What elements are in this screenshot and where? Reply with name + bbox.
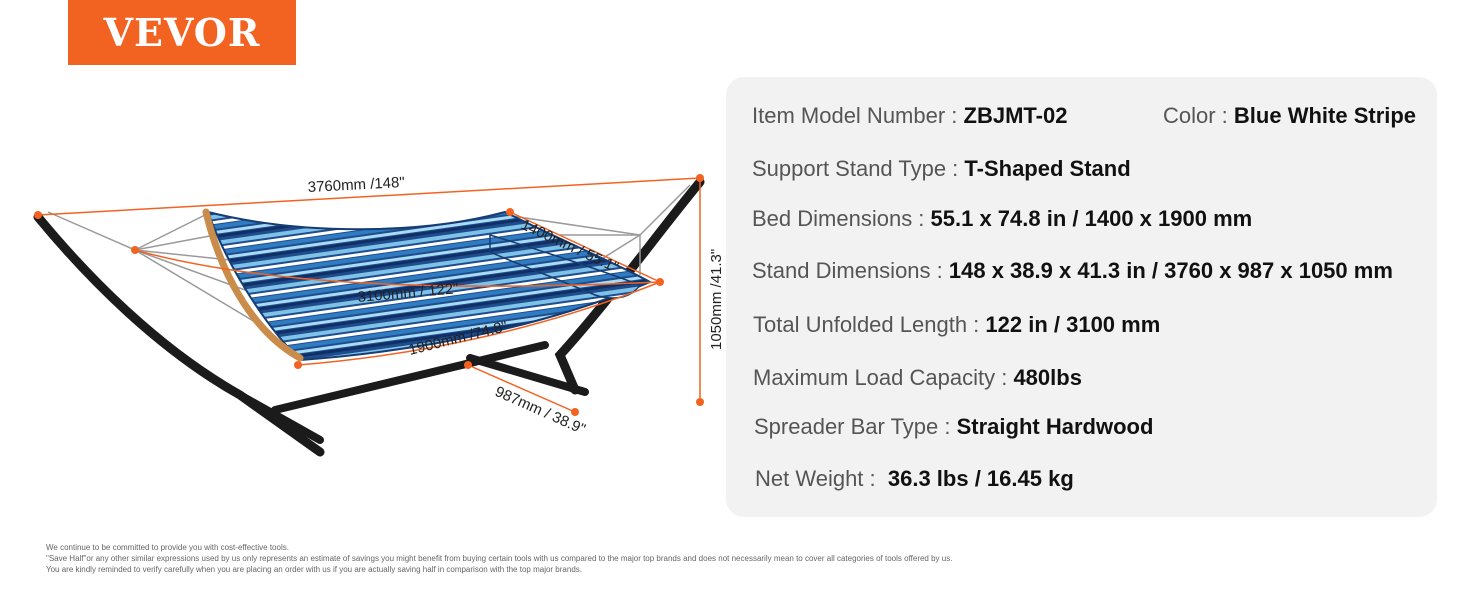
brand-logo-text: VEVOR xyxy=(103,9,261,55)
spec-net-weight: Net Weight : 36.3 lbs / 16.45 kg xyxy=(755,468,1074,490)
spec-spreader-bar: Spreader Bar Type : Straight Hardwood xyxy=(754,416,1153,438)
disclaimer-line-3: You are kindly reminded to verify carefu… xyxy=(46,565,582,574)
stand-frame xyxy=(33,177,705,457)
spec-load-capacity-label: Maximum Load Capacity : xyxy=(753,365,1014,390)
spec-stand-dimensions-value: 148 x 38.9 x 41.3 in / 3760 x 987 x 1050… xyxy=(948,258,1393,283)
spec-spreader-bar-label: Spreader Bar Type : xyxy=(754,414,957,439)
spec-spreader-bar-value: Straight Hardwood xyxy=(956,414,1154,439)
hammock-with-stand-icon: 3760mm /148" 1400mm / 55.1" 3100mm / 122… xyxy=(33,174,725,457)
spreader-bar-left xyxy=(202,208,304,362)
spec-load-capacity-value: 480lbs xyxy=(1013,365,1082,390)
spec-stand-type-value: T-Shaped Stand xyxy=(964,156,1131,181)
specs-panel xyxy=(726,77,1437,517)
spec-unfolded-length: Total Unfolded Length : 122 in / 3100 mm xyxy=(753,314,1160,336)
spec-color: Color : Blue White Stripe xyxy=(1163,105,1416,127)
spec-model-value: ZBJMT-02 xyxy=(963,103,1068,128)
spec-stand-type: Support Stand Type : T-Shaped Stand xyxy=(752,158,1131,180)
dimension-endpoints xyxy=(34,174,704,416)
spec-net-weight-value: 36.3 lbs / 16.45 kg xyxy=(887,466,1074,491)
spec-bed-dimensions-label: Bed Dimensions : xyxy=(752,206,931,231)
spec-color-label: Color : xyxy=(1163,103,1234,128)
spec-model-label: Item Model Number : xyxy=(752,103,964,128)
hanging-ropes xyxy=(47,184,691,326)
spec-load-capacity: Maximum Load Capacity : 480lbs xyxy=(753,367,1082,389)
disclaimer: We continue to be committed to provide y… xyxy=(46,542,952,575)
spec-unfolded-length-value: 122 in / 3100 mm xyxy=(985,312,1161,337)
dimension-lines xyxy=(37,177,701,413)
brand-logo: VEVOR xyxy=(68,0,296,65)
disclaimer-line-1: We continue to be committed to provide y… xyxy=(46,543,289,552)
spec-stand-dimensions: Stand Dimensions : 148 x 38.9 x 41.3 in … xyxy=(752,260,1393,282)
overall-length-label: 3760mm /148" xyxy=(307,174,405,196)
spec-color-value: Blue White Stripe xyxy=(1233,103,1417,128)
spec-stand-type-label: Support Stand Type : xyxy=(752,156,965,181)
spec-net-weight-label: Net Weight : xyxy=(755,466,888,491)
stand-height-label: 1050mm /41.3" xyxy=(708,249,725,350)
spec-stand-dimensions-label: Stand Dimensions : xyxy=(752,258,949,283)
spec-bed-dimensions-value: 55.1 x 74.8 in / 1400 x 1900 mm xyxy=(930,206,1253,231)
spec-model: Item Model Number : ZBJMT-02 xyxy=(752,105,1067,127)
disclaimer-line-2: "Save Half"or any other similar expressi… xyxy=(46,554,953,563)
spec-bed-dimensions: Bed Dimensions : 55.1 x 74.8 in / 1400 x… xyxy=(752,208,1252,230)
spec-unfolded-length-label: Total Unfolded Length : xyxy=(753,312,986,337)
